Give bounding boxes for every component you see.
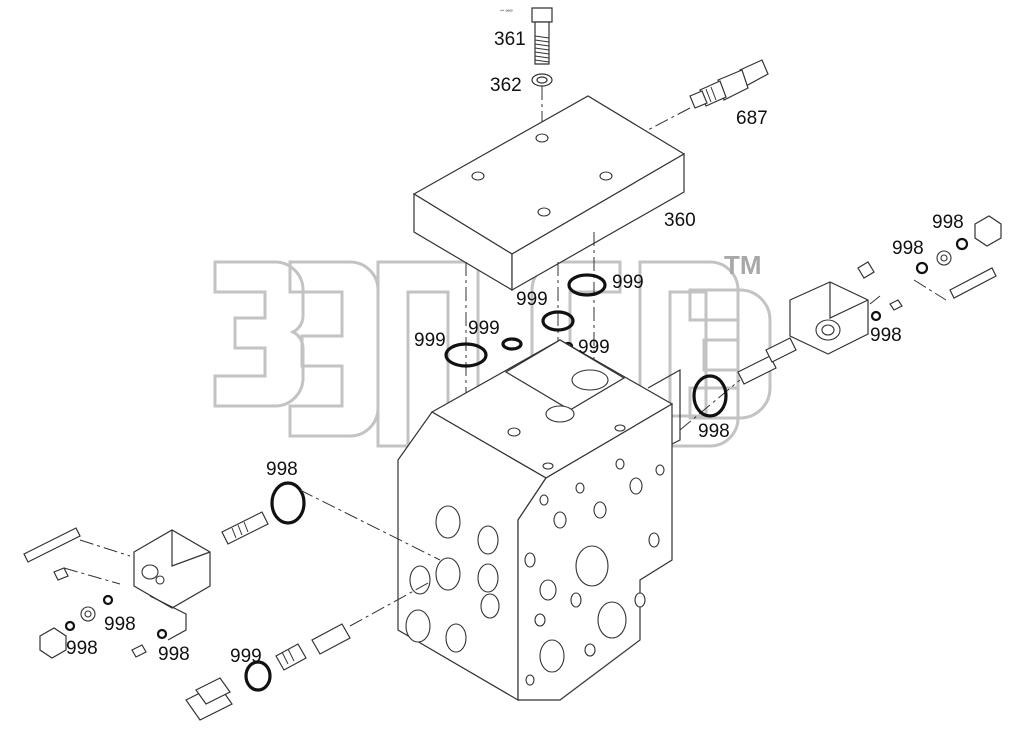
label-998-a: 998 [932,212,964,233]
label-362: 362 [490,75,522,96]
label-687: 687 [736,108,768,129]
watermark-trademark: TM [724,250,762,280]
right-solenoid-assembly [737,215,1002,385]
label-998-g: 998 [66,638,98,659]
label-999-e: 999 [578,337,610,358]
oring-998-right [692,374,728,418]
label-998-e: 998 [266,459,298,480]
label-999-f: 999 [230,646,262,667]
bottom-plug-assembly [185,623,351,721]
axis-valve [647,107,691,131]
label-999-b: 999 [516,289,548,310]
label-999-a: 999 [612,272,644,293]
bolt-361: ∾ ∞∞ [500,7,553,65]
oring-999-d [444,342,488,368]
label-998-h: 998 [158,644,190,665]
label-998-b: 998 [892,238,924,259]
label-999-d: 999 [414,330,446,351]
valve-687 [689,59,769,109]
label-998-c: 998 [870,325,902,346]
oring-999-b [541,310,575,332]
oring-999-a [567,273,607,297]
left-solenoid-assembly [23,511,269,659]
washer-362 [531,73,553,87]
label-998-d: 998 [698,421,730,442]
cover-plate-360 [412,95,686,292]
label-360: 360 [664,210,696,231]
label-361: 361 [494,29,526,50]
oring-998-left [270,481,306,525]
label-998-f: 998 [104,614,136,635]
oring-999-bottom [244,660,272,692]
svg-text:∾ ∞∞: ∾ ∞∞ [500,8,513,14]
oring-999-c [501,337,523,351]
valve-body [397,339,674,702]
label-999-c: 999 [468,318,500,339]
